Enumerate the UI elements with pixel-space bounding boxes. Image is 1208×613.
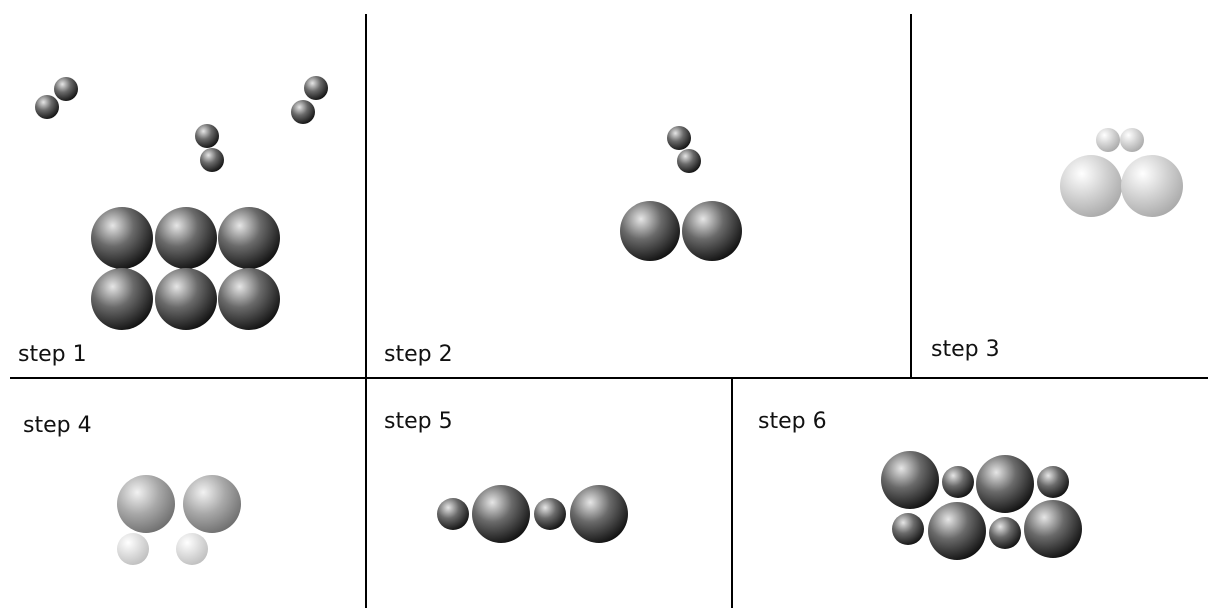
panel-step-3-graphic — [1060, 128, 1183, 217]
small-atom — [200, 148, 224, 172]
panel-step-6-graphic — [881, 451, 1082, 560]
small-atom — [677, 149, 701, 173]
small-atom — [942, 466, 974, 498]
step-1-label: step 1 — [18, 342, 87, 367]
large-atom — [472, 485, 530, 543]
large-atom — [155, 268, 217, 330]
small-atom — [35, 95, 59, 119]
large-atom — [1024, 500, 1082, 558]
panel-step-4-graphic — [117, 475, 241, 565]
large-atom — [91, 268, 153, 330]
small-molecule — [291, 76, 328, 124]
large-atom — [218, 207, 280, 269]
small-atom — [195, 124, 219, 148]
small-molecule — [35, 77, 78, 119]
step-3-label: step 3 — [931, 337, 1000, 362]
small-atom — [1120, 128, 1144, 152]
large-atom — [218, 268, 280, 330]
step-2-label: step 2 — [384, 342, 453, 367]
large-atom — [155, 207, 217, 269]
large-atom — [570, 485, 628, 543]
large-atom — [682, 201, 742, 261]
small-atom — [437, 498, 469, 530]
large-atom-pair — [620, 201, 742, 261]
large-atom — [91, 207, 153, 269]
large-atom — [117, 475, 175, 533]
large-atom — [183, 475, 241, 533]
large-atom — [1060, 155, 1122, 217]
small-atom — [176, 533, 208, 565]
panel-dividers — [10, 14, 1208, 608]
step-4-label: step 4 — [23, 413, 92, 438]
step-6-label: step 6 — [758, 409, 827, 434]
large-atom — [881, 451, 939, 509]
large-atom-pair — [1060, 155, 1183, 217]
large-atom — [976, 455, 1034, 513]
small-atom — [892, 513, 924, 545]
large-atom — [620, 201, 680, 261]
small-atom — [54, 77, 78, 101]
small-atom — [534, 498, 566, 530]
small-molecule — [195, 124, 224, 172]
small-molecule — [1096, 128, 1144, 152]
small-atom — [1037, 466, 1069, 498]
small-atom — [304, 76, 328, 100]
large-atom-block — [91, 207, 280, 330]
small-atom — [291, 100, 315, 124]
large-atom — [1121, 155, 1183, 217]
panel-step-1-graphic — [35, 76, 328, 330]
small-atom — [667, 126, 691, 150]
small-atom — [989, 517, 1021, 549]
small-atom — [117, 533, 149, 565]
panel-step-2-graphic — [620, 126, 742, 261]
small-molecule — [667, 126, 701, 173]
large-atom — [928, 502, 986, 560]
panel-step-5-graphic — [437, 485, 628, 543]
step-5-label: step 5 — [384, 409, 453, 434]
small-atom — [1096, 128, 1120, 152]
